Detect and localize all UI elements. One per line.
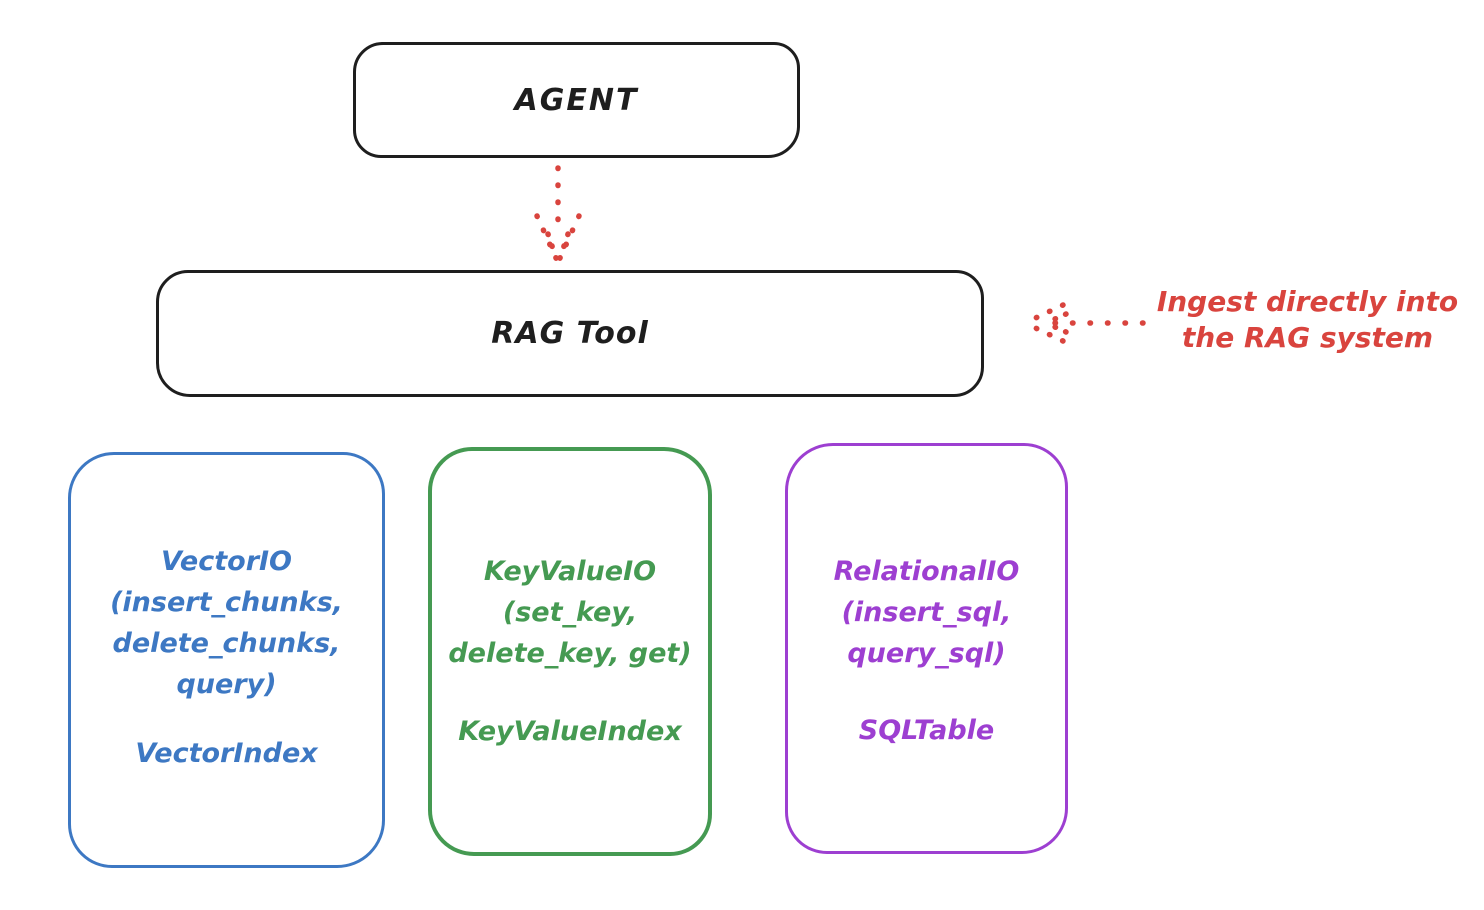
agent-node: AGENT [353,42,800,158]
vector-io-line: delete_chunks, [112,628,341,659]
rag-tool-node: RAG Tool [156,270,984,397]
key-value-io-line: (set_key, [502,597,638,628]
vector-io-body: VectorIO (insert_chunks, delete_chunks, … [71,455,382,774]
left-arrow-icon [1022,302,1146,344]
key-value-io-node: KeyValueIO (set_key, delete_key, get) Ke… [428,447,712,856]
rag-tool-node-label: RAG Tool [491,316,649,351]
vector-index-label: VectorIndex [135,738,318,769]
agent-node-label: AGENT [514,82,639,118]
vector-io-node: VectorIO (insert_chunks, delete_chunks, … [68,452,385,868]
down-arrow-icon [534,165,582,264]
key-value-io-line: delete_key, get) [448,638,692,669]
sql-table-label: SQLTable [858,715,995,746]
ingest-annotation-line2: the RAG system [1181,321,1434,354]
vector-io-line: VectorIO [160,546,293,577]
vector-io-line: (insert_chunks, [110,587,343,618]
key-value-io-body: KeyValueIO (set_key, delete_key, get) Ke… [432,451,708,752]
relational-io-node: RelationalIO (insert_sql, query_sql) SQL… [785,443,1068,854]
relational-io-line: (insert_sql, [841,597,1012,628]
relational-io-line: query_sql) [847,638,1006,669]
relational-io-line: RelationalIO [833,556,1020,587]
ingest-annotation: Ingest directly into the RAG system [1135,284,1480,356]
key-value-io-line: KeyValueIO [483,556,657,587]
vector-io-line: query) [176,669,277,700]
ingest-annotation-line1: Ingest directly into [1156,285,1459,318]
relational-io-body: RelationalIO (insert_sql, query_sql) SQL… [788,446,1065,751]
key-value-index-label: KeyValueIndex [458,716,682,747]
